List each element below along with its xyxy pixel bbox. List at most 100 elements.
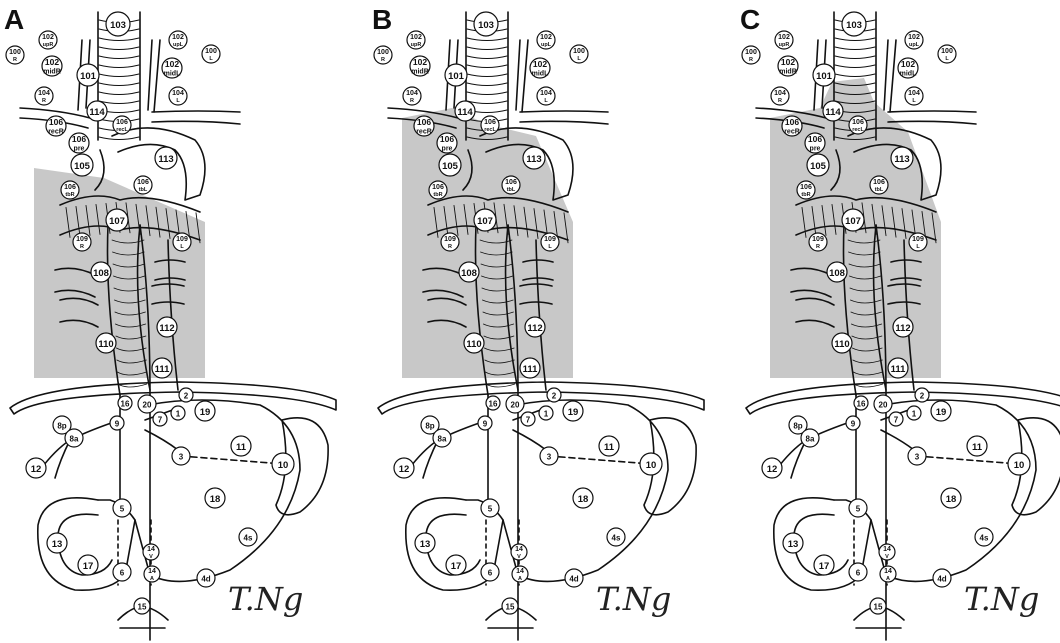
- lymph-node-16: 16: [118, 396, 132, 410]
- lymph-node-12: 12: [394, 458, 414, 478]
- lymph-node-suffix: midL: [532, 71, 549, 78]
- lymph-node-number: 14: [883, 546, 891, 553]
- lymph-node-6: 6: [849, 563, 867, 581]
- trachea-ring: [835, 38, 875, 41]
- lymph-node-number: 1: [176, 409, 181, 418]
- lymph-node-suffix: pre: [74, 146, 85, 153]
- lymph-node-20: 20: [874, 395, 892, 413]
- lymph-node-14-V: 14V: [879, 544, 895, 560]
- lymph-node-number: 11: [972, 442, 983, 453]
- artist-signature-c: T.Ng: [964, 580, 1039, 618]
- trachea-ring: [467, 38, 507, 41]
- lymph-node-108: 108: [459, 262, 479, 282]
- lymph-node-106-tbL: 106tbL: [134, 176, 152, 194]
- lymph-node-number: 104: [908, 90, 920, 97]
- lymph-node-number: 102: [781, 57, 795, 67]
- left-artery: [884, 40, 896, 112]
- lymph-node-suffix: R: [448, 244, 452, 250]
- lymph-node-10: 10: [640, 453, 662, 475]
- artist-signature-b: T.Ng: [596, 580, 671, 618]
- anatomy-diagram-a: 103102upR102upL100R100L102midR102midL101…: [0, 0, 353, 643]
- trachea-ring: [99, 38, 139, 41]
- lymph-node-14-V: 14V: [511, 544, 527, 560]
- lymph-node-number: 18: [210, 494, 221, 505]
- lymph-node-3: 3: [540, 447, 558, 465]
- trachea-ring: [99, 56, 139, 59]
- lymph-node-number: 17: [83, 561, 94, 572]
- lymph-node-number: 111: [523, 364, 539, 375]
- lymph-node-18: 18: [941, 488, 961, 508]
- lymph-node-16: 16: [486, 396, 500, 410]
- lymph-node-12: 12: [762, 458, 782, 478]
- lymph-node-number: 106: [484, 119, 496, 126]
- lymph-node-2: 2: [547, 388, 561, 402]
- lymph-node-number: 14: [516, 568, 524, 575]
- lymph-node-4d: 4d: [565, 569, 583, 587]
- hepatic-artery: [776, 420, 856, 478]
- lymph-node-103: 103: [106, 12, 130, 36]
- lymph-node-number: 109: [176, 236, 188, 243]
- lymph-node-number: 11: [236, 442, 247, 453]
- lymph-node-1: 1: [539, 406, 553, 420]
- lymph-node-suffix: V: [517, 554, 521, 560]
- lymph-node-number: 3: [915, 452, 920, 461]
- lymph-node-suffix: upL: [541, 42, 552, 48]
- lymph-node-number: 102: [410, 34, 422, 41]
- lymph-node-number: 2: [920, 391, 925, 400]
- lymph-node-number: 100: [745, 49, 757, 56]
- lymph-node-number: 4d: [201, 574, 210, 583]
- lymph-node-106-pre: 106pre: [805, 133, 825, 153]
- lymph-node-113: 113: [155, 147, 177, 169]
- lymph-node-number: 12: [767, 464, 778, 475]
- left-subclavian: [520, 111, 608, 124]
- lymph-node-102-midR: 102midR: [778, 56, 798, 76]
- lymph-node-number: 114: [825, 107, 841, 118]
- lymph-node-number: 9: [483, 419, 488, 428]
- lymph-node-111: 111: [888, 358, 908, 378]
- trachea-ring: [835, 47, 875, 50]
- trachea-ring: [467, 74, 507, 77]
- lymph-node-suffix: V: [149, 554, 153, 560]
- trachea-ring: [99, 92, 139, 95]
- lymph-node-number: 4s: [612, 533, 621, 542]
- lymph-node-number: 102: [540, 34, 552, 41]
- trachea-ring: [99, 137, 139, 140]
- lymph-node-suffix: R: [42, 98, 46, 104]
- lymph-node-100-R: 100R: [742, 46, 760, 64]
- lymph-node-suffix: pre: [810, 146, 821, 153]
- lymph-node-107: 107: [474, 209, 496, 231]
- lymph-node-number: 104: [172, 90, 184, 97]
- lymph-node-4s: 4s: [975, 528, 993, 546]
- lymph-node-number: 14: [147, 546, 155, 553]
- lymph-node-suffix: recR: [48, 129, 64, 136]
- lymph-node-number: 12: [399, 464, 410, 475]
- lymph-node-100-L: 100L: [202, 45, 220, 63]
- lymph-node-16: 16: [854, 396, 868, 410]
- lymph-node-number: 3: [179, 452, 184, 461]
- lymph-node-suffix: A: [886, 576, 890, 582]
- lymph-node-8a: 8a: [433, 429, 451, 447]
- lymph-node-100-L: 100L: [938, 45, 956, 63]
- lymph-node-9: 9: [846, 416, 860, 430]
- lymph-node-113: 113: [891, 147, 913, 169]
- lymph-node-suffix: midL: [164, 71, 181, 78]
- trachea-ring: [99, 47, 139, 50]
- trachea-ring: [99, 101, 139, 104]
- lymph-node-number: 102: [172, 34, 184, 41]
- artist-signature-a: T.Ng: [228, 580, 303, 618]
- lymph-node-suffix: recL: [484, 127, 496, 133]
- left-artery: [148, 40, 160, 112]
- lymph-node-number: 102: [778, 34, 790, 41]
- lymph-node-number: 104: [38, 90, 50, 97]
- lymph-node-number: 7: [158, 415, 163, 424]
- lymph-node-7: 7: [889, 412, 903, 426]
- lymph-node-104-L: 104L: [905, 87, 923, 105]
- lymph-node-number: 106: [440, 134, 454, 144]
- lymph-node-suffix: recL: [116, 127, 128, 133]
- lymph-node-number: 8p: [57, 421, 66, 430]
- lymph-node-suffix: midR: [411, 69, 429, 76]
- lymph-node-number: 107: [477, 216, 493, 227]
- lymph-node-number: 16: [121, 399, 130, 408]
- lymph-node-number: 108: [461, 268, 477, 279]
